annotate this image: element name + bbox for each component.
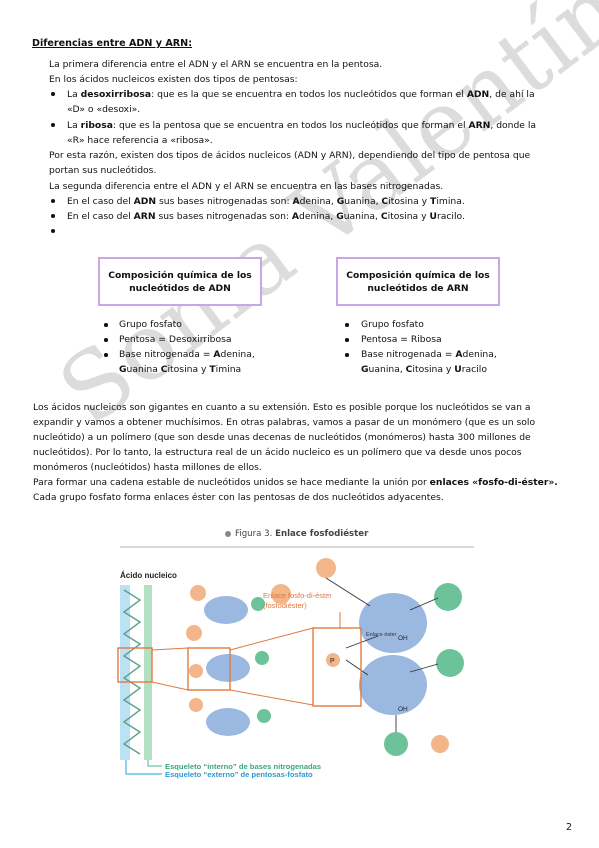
paragraph-polimero-1: Los ácidos nucleicos son gigantes en cua… <box>33 402 531 413</box>
bullet-dot <box>51 123 55 127</box>
label-oh-1: OH <box>398 635 408 642</box>
bullet-desoxirribosa-cont: «D» o «desoxi». <box>67 104 141 115</box>
paragraph-enlaces: Para formar una cadena estable de nucleó… <box>33 477 558 488</box>
adn-item-fosfato: Grupo fosfato <box>119 319 182 330</box>
page-number: 2 <box>566 822 573 833</box>
arn-item-base-cont: Guanina, Citosina y Uracilo <box>361 364 487 375</box>
adn-item-base: Base nitrogenada = Adenina, <box>119 349 255 360</box>
paragraph-polimero-3: nucleótido) a un polímero (que son desde… <box>33 432 531 443</box>
adn-item-pentosa: Pentosa = Desoxirribosa <box>119 334 232 345</box>
section-heading: Diferencias entre ADN y ARN: <box>32 38 193 49</box>
bullet-dot <box>51 229 55 233</box>
bullet-dot <box>345 338 349 342</box>
arn-item-base: Base nitrogenada = Adenina, <box>361 349 497 360</box>
label-enlace-fosfodiester: Enlace fosfo-di-éster <box>263 591 332 600</box>
paragraph-tipos: En los ácidos nucleicos existen dos tipo… <box>49 74 298 85</box>
bullet-ribosa: La ribosa: que es la pentosa que se encu… <box>67 120 537 131</box>
bullet-dot <box>51 214 55 218</box>
paragraph-polimero-5: monómeros (nucleótidos) hasta millones d… <box>33 462 262 473</box>
figure-title: Figura 3. Enlace fosfodiéster <box>225 529 368 539</box>
adn-item-base-cont: Guanina Citosina y Timina <box>119 364 242 375</box>
bullet-dot <box>104 323 108 327</box>
bullet-dot <box>51 92 55 96</box>
paragraph-polimero-4: nucleótidos). Por lo tanto, la estructur… <box>33 447 522 458</box>
label-esqueleto-externo: Esqueleto “externo” de pentosas-fosfato <box>165 770 313 779</box>
arn-item-pentosa: Pentosa = Ribosa <box>361 334 442 345</box>
bullet-desoxirribosa: La desoxirribosa: que es la que se encue… <box>67 89 535 100</box>
label-oh-2: OH <box>398 706 408 713</box>
label-esqueleto-interno: Esqueleto “interno” de bases nitrogenada… <box>165 762 321 771</box>
bullet-ribosa-cont: «R» hace referencia a «ribosa». <box>67 135 213 146</box>
bullet-dot <box>345 353 349 357</box>
bullet-dot <box>345 323 349 327</box>
figure-bullet-icon <box>225 530 231 537</box>
paragraph-fosfato: Cada grupo fosfato forma enlaces éster c… <box>33 492 444 503</box>
paragraph-polimero-2: expandir y vamos a obtener muchísimos. E… <box>33 417 536 428</box>
bullet-dot <box>51 199 55 203</box>
paragraph-razon: Por esta razón, existen dos tipos de áci… <box>49 150 531 161</box>
paragraph-razon-cont: portan sus nucleótidos. <box>49 165 157 176</box>
arn-item-fosfato: Grupo fosfato <box>361 319 424 330</box>
bullet-adn-bases: En el caso del ADN sus bases nitrogenada… <box>67 196 465 207</box>
bullet-dot <box>104 338 108 342</box>
label-acido-nucleico: Ácido nucleico <box>120 571 177 580</box>
label-enlace-ester: Enlace éster <box>366 632 397 638</box>
label-fosfodiester: (fosfodiéster) <box>263 601 307 610</box>
bullet-dot <box>104 353 108 357</box>
bullet-arn-bases: En el caso del ARN sus bases nitrogenada… <box>67 211 465 222</box>
label-phosphorus: P <box>330 658 335 665</box>
paragraph-bases: La segunda diferencia entre el ADN y el … <box>49 181 444 192</box>
paragraph-pentosa: La primera diferencia entre el ADN y el … <box>49 59 383 70</box>
